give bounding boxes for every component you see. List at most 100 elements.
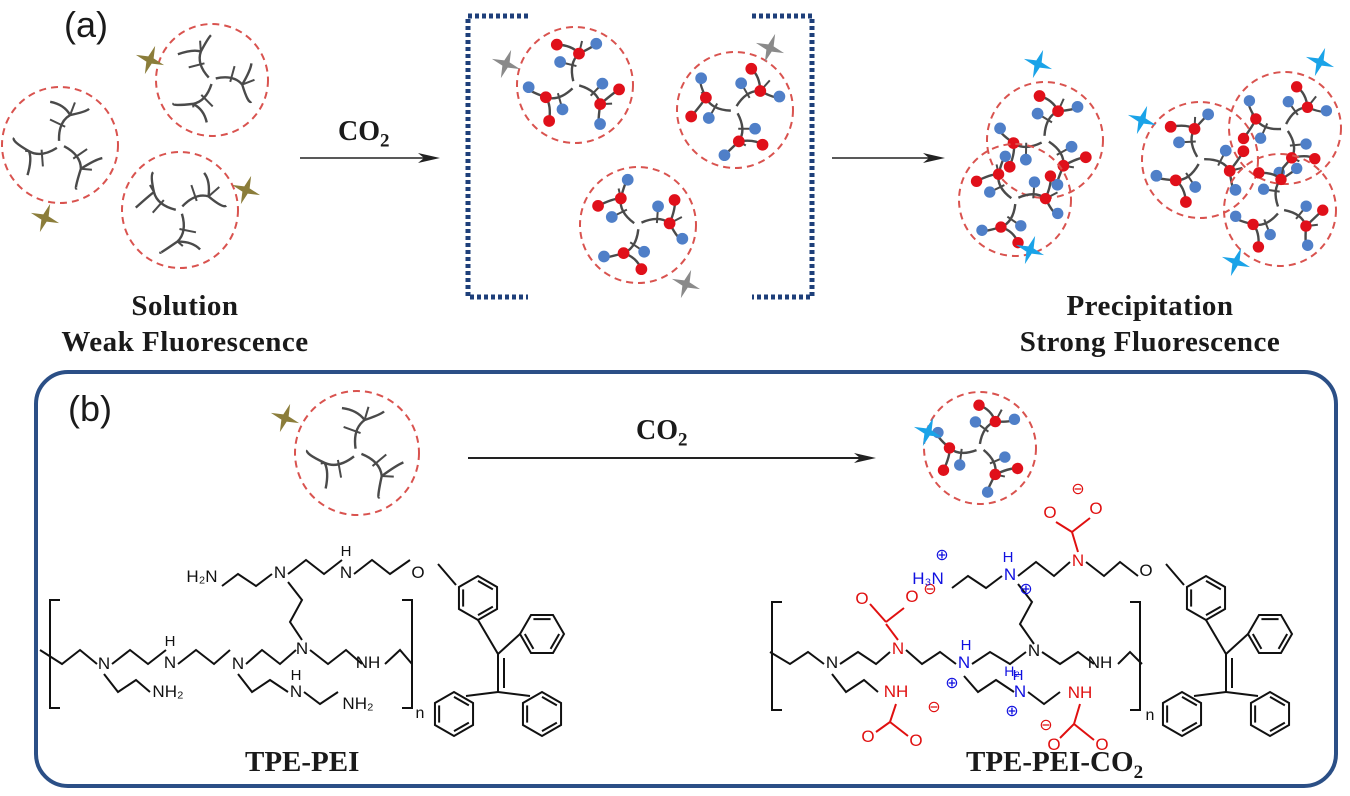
ammonium-dot [994,123,1006,135]
carbamate-dot [1253,167,1264,178]
ammonium-dot [597,78,609,90]
aromatic-bond [1270,697,1285,706]
ammonium-dot [1000,151,1011,162]
chemical-bond [1166,564,1184,585]
aromatic-bond [478,607,493,616]
ammonium-dot [1283,96,1294,107]
ammonium-dot [594,118,606,130]
amine-group: NH₂ [342,694,373,713]
repeat-subscript: n [1146,707,1155,724]
ammonium-dot [1255,133,1266,144]
polymer-branch [382,462,404,476]
nitrogen-atom: N [340,563,352,582]
dendrimer-outline [677,52,793,168]
carbamate-dot [944,442,955,453]
carbamate-dot [745,63,757,75]
aromatic-bond [551,634,560,649]
polymer-branch [937,433,976,453]
chemical-bond [1206,620,1226,654]
carbamate-dot [1302,102,1313,113]
benzene-ring [435,692,473,736]
carbamate-oxygen: O [905,587,918,606]
carbamate-dot [1286,152,1297,163]
panel-a-reagent: CO2 [338,116,390,153]
carbamate-dot [993,169,1004,180]
aromatic-bond [1182,697,1197,706]
chemical-bond [112,650,166,664]
ammonium-dot [703,112,715,124]
chemical-bond [1118,652,1142,664]
chemical-bond [1072,532,1078,552]
aromatic-bond [1253,634,1262,649]
dendrimer-outline [987,82,1103,198]
ammonium-dot [1302,240,1313,251]
carbamate-oxygen: O [909,731,922,750]
carbamate-dot [618,247,630,259]
chemical-bond [1072,518,1090,532]
ammonium-dot [638,246,650,258]
carbamate-nitrogen: NH [884,682,909,701]
carbamate-dot [1189,123,1201,135]
left-caption-line1: Solution [40,288,330,324]
polymer-branch [173,84,211,105]
chemical-bond [1074,724,1094,740]
ammonium-nitrogen: N [958,653,970,672]
tpe-phenyl-ring [1248,615,1292,653]
ammonium-dot [1291,163,1302,174]
benzene-ring [1251,692,1289,736]
ammonium-dot [1072,101,1084,113]
polymer-branch [216,77,252,102]
dendrimer-solution-3 [122,152,260,268]
carbamate-dot [1238,145,1250,157]
carbamate-dot [990,469,1001,480]
tpe-phenyl-ring [435,692,473,736]
carbamate-oxygen: O [1089,499,1102,518]
chemical-bond [1226,634,1248,654]
carbamate-dot [1165,121,1177,133]
carbamate-dot [543,115,555,127]
carbamate-dot [733,136,745,148]
dendrimer-precipitate-2 [959,144,1071,264]
carbamate-dot [1012,463,1023,474]
dendrimer-outline [156,24,268,136]
ammonium-dot [676,233,688,245]
polymer-side-chain [81,169,92,170]
ammonium-dot [523,81,535,93]
ammonium-dot [590,38,602,50]
chemical-bond [385,650,412,664]
left-compound-name: TPE-PEI [245,746,359,779]
hydrogen-atom: H [165,633,176,650]
ammonium-dot [1321,105,1332,116]
carbamate-oxygen: O [861,727,874,746]
chemical-bond [246,650,296,664]
right-caption-line1: Precipitation [1000,288,1300,324]
carbamate-nitrogen: N [1072,551,1084,570]
chemical-bond [238,674,288,692]
ammonium-dot [984,186,995,197]
ammonium-hydrogen: H [1013,667,1024,684]
chemical-bond [1028,692,1060,704]
tpe-star-strong [1024,50,1052,78]
amine-group: NH₂ [152,682,183,701]
aromatic-bond [542,697,557,706]
carbamate-dot [573,48,585,60]
ammonium-dot [1029,176,1040,187]
benzene-ring [1187,576,1225,620]
carbamate-dot [1250,113,1261,124]
carbamate-dot [551,39,563,51]
tpe-star-weak [271,404,299,432]
dendrimer-intermediate-1 [492,27,633,143]
carbamate-dot [971,176,982,187]
ammonium-dot [1202,108,1214,120]
ammonium-dot [606,211,618,223]
polymer-side-chain [209,187,220,196]
ammonium-dot [735,77,747,89]
polymer-branch [204,173,209,197]
tpe-star-intermediate [672,270,700,298]
ammonium-dot [1301,200,1312,211]
ammonium-dot [1032,108,1044,120]
carbamate-dot [1034,90,1046,102]
aromatic-bond [1182,723,1197,732]
carbamate-dot [615,193,627,205]
chemical-bond [832,674,878,692]
